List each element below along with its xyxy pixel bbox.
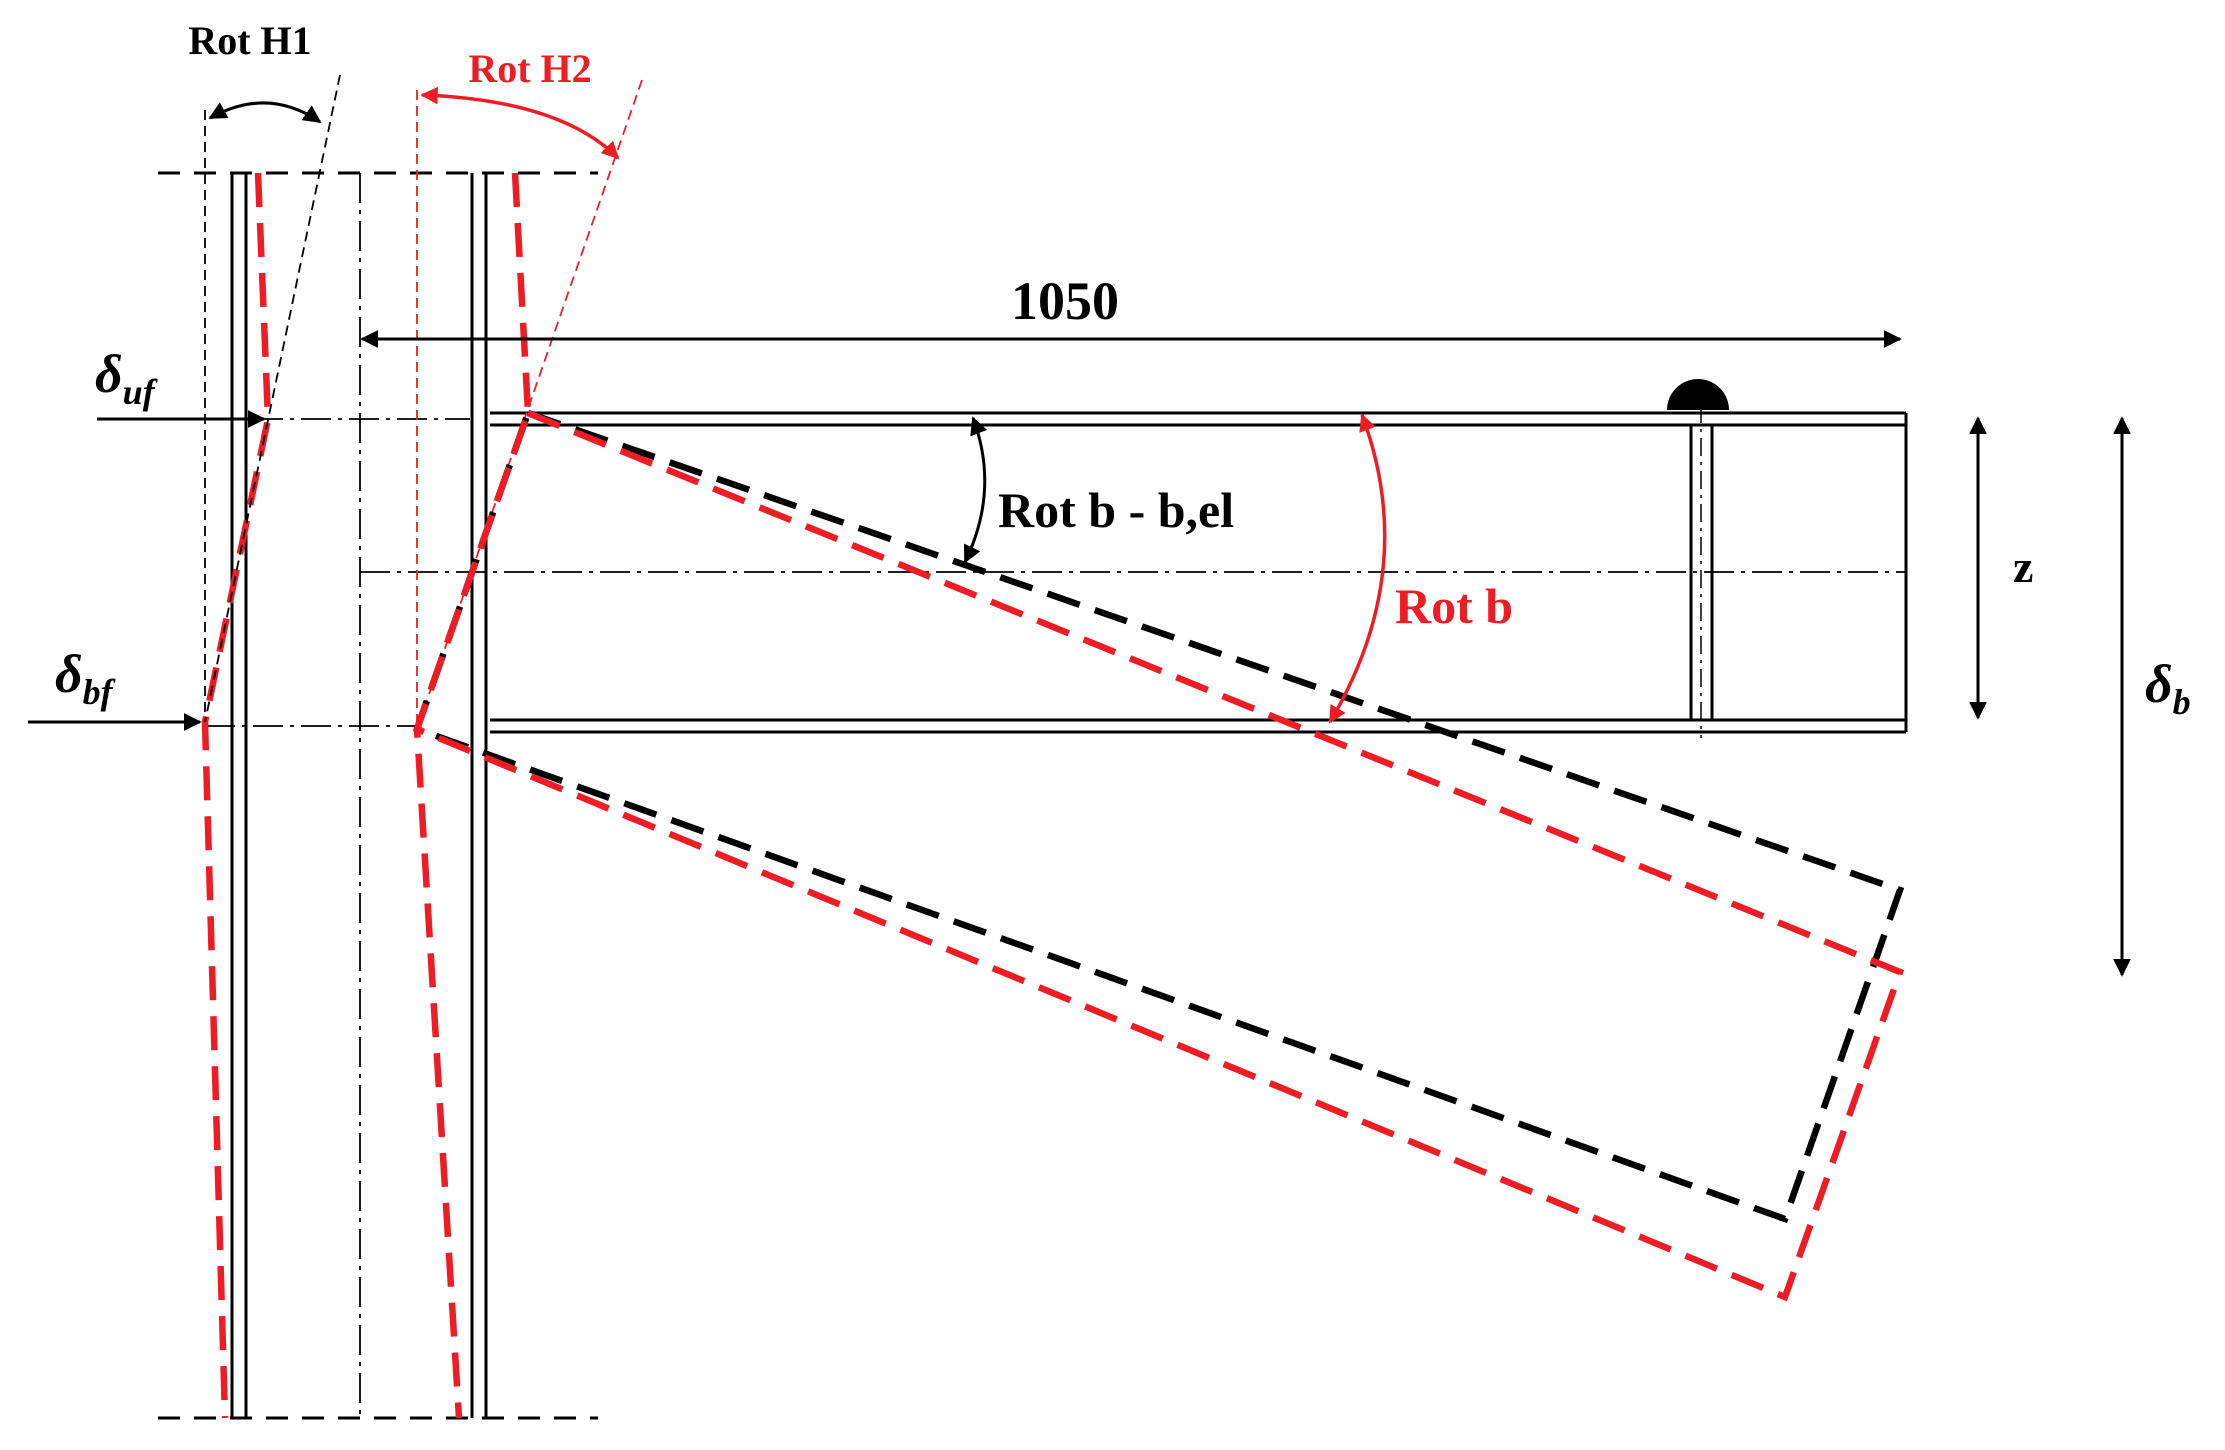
rot-h1-label: Rot H1 xyxy=(188,18,311,63)
column-2 xyxy=(470,173,488,1418)
rot-b-label: Rot b xyxy=(1395,578,1513,634)
column-1-deformed xyxy=(201,172,272,1419)
column-2-rotation-line xyxy=(416,79,643,730)
column-1-rotation-line xyxy=(204,74,341,723)
column-1 xyxy=(204,110,248,1418)
rot-b-el-arc xyxy=(963,416,988,564)
rot-b-el-label: Rot b - b,el xyxy=(998,482,1234,538)
delta-bf-label: δbf xyxy=(55,644,116,712)
delta-b-label: δb xyxy=(2145,654,2191,722)
rot-h2-label: Rot H2 xyxy=(468,46,591,91)
dimension-label: 1050 xyxy=(1011,271,1119,331)
delta-uf-label: δuf xyxy=(95,344,158,412)
z-label: z xyxy=(2013,541,2033,592)
rot-h2-arc xyxy=(420,86,620,160)
load-point-icon xyxy=(1667,379,1729,410)
rot-h1-arc xyxy=(208,101,322,124)
beam-rotated-total xyxy=(412,408,1905,1302)
rot-b-arc xyxy=(1328,413,1387,724)
